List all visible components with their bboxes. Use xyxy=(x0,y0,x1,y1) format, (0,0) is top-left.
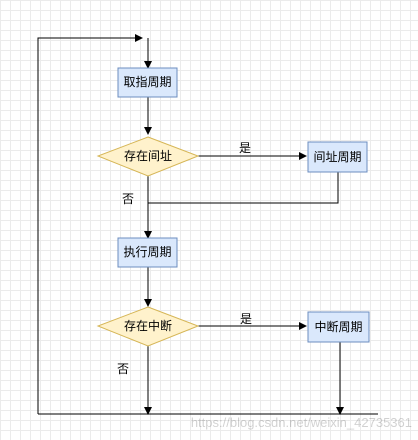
indirect-check-diamond xyxy=(96,136,200,177)
edge-indirect-return xyxy=(148,172,339,204)
interrupt-cycle-box xyxy=(307,311,370,343)
indirect-check-label: 存在间址 xyxy=(123,149,172,163)
edge-loop-back xyxy=(37,38,378,415)
indirect-cycle-label: 间址周期 xyxy=(313,150,362,164)
interrupt-no-label: 否 xyxy=(117,362,130,376)
indirect-yes-label: 是 xyxy=(239,141,252,155)
indirect-cycle-box xyxy=(307,141,368,173)
watermark: https://blog.csdn.net/weixin_42735361 xyxy=(190,415,412,430)
interrupt-check-diamond xyxy=(96,306,200,347)
fetch-cycle-box xyxy=(117,67,178,98)
interrupt-cycle-label: 中断周期 xyxy=(314,320,363,334)
fetch-cycle-label: 取指周期 xyxy=(123,75,172,89)
interrupt-yes-label: 是 xyxy=(240,312,253,326)
execute-cycle-label: 执行周期 xyxy=(123,245,172,259)
connectors xyxy=(37,38,378,415)
interrupt-check-label: 存在中断 xyxy=(123,319,172,333)
indirect-no-label: 否 xyxy=(122,192,135,206)
execute-cycle-box xyxy=(117,237,178,268)
